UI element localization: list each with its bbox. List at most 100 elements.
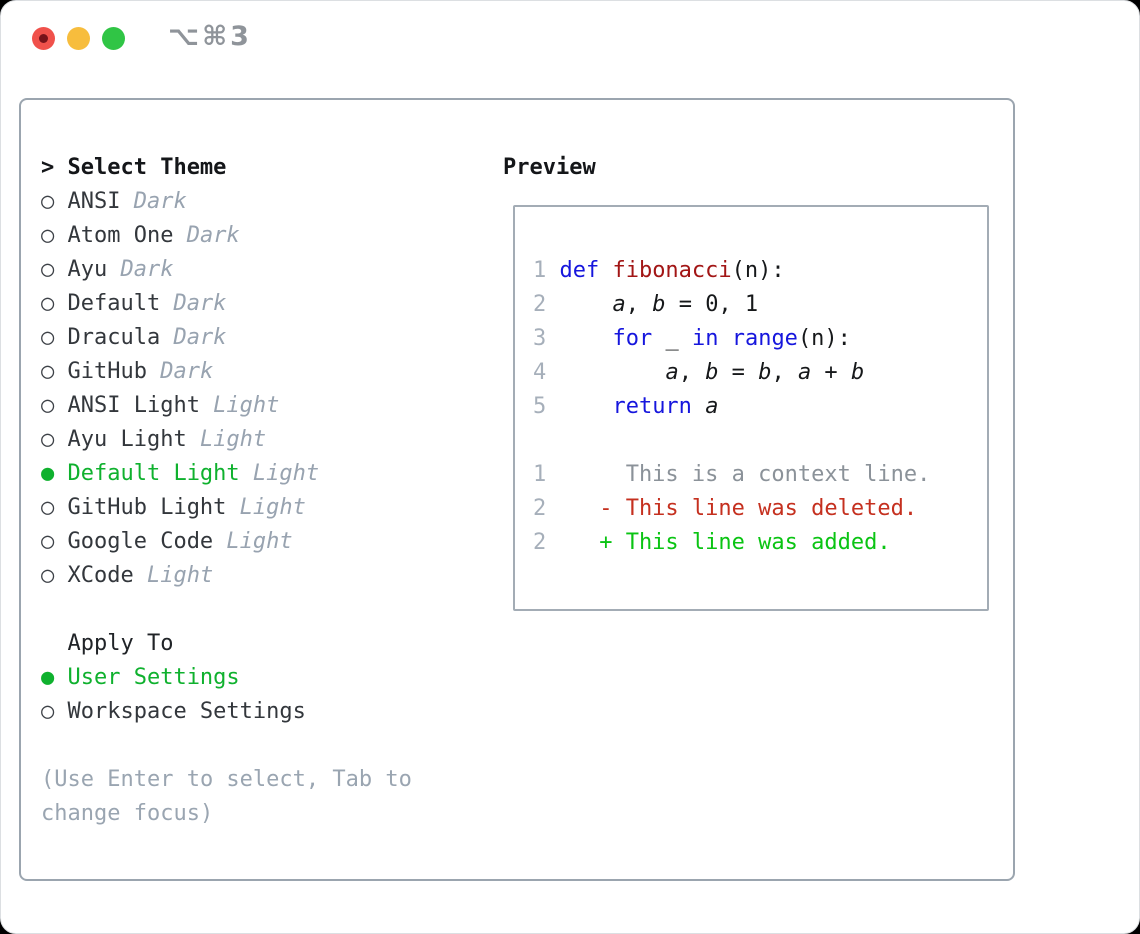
theme-name: Default Light: [67, 461, 240, 486]
theme-variant: Dark: [173, 223, 240, 248]
radio-icon: ○: [41, 495, 55, 520]
minimize-button[interactable]: [67, 27, 90, 50]
code-token: for: [612, 326, 653, 351]
line-number: 4: [533, 360, 547, 385]
theme-option-dracula[interactable]: ○Dracula Dark: [41, 321, 319, 355]
radio-icon: ○: [41, 563, 55, 588]
theme-option-default[interactable]: ○Default Dark: [41, 287, 319, 321]
code-token: =: [718, 360, 759, 385]
code-token: [718, 326, 731, 351]
line-number: 2: [533, 292, 547, 317]
code-token: b: [705, 360, 719, 385]
code-token: b: [652, 292, 666, 317]
pointer-icon: >: [41, 155, 55, 180]
code-token: a: [612, 292, 626, 317]
code-line: 2 - This line was deleted.: [533, 492, 987, 526]
code-line: 4 a, b = b, a + b: [533, 356, 987, 390]
code-token: ,: [771, 360, 798, 385]
code-token: in: [691, 326, 719, 351]
code-line: 3 for _ in range(n):: [533, 322, 987, 356]
code-token: fibonacci: [612, 258, 732, 283]
theme-selector-panel: >Select Theme ○ANSI Dark○Atom One Dark○A…: [19, 98, 1015, 881]
apply-option-label: Workspace Settings: [67, 699, 306, 724]
preview-title: Preview: [503, 155, 596, 180]
theme-list: >Select Theme ○ANSI Dark○Atom One Dark○A…: [41, 151, 319, 593]
theme-option-default-light[interactable]: ● Default Light Light: [41, 457, 319, 491]
radio-icon: ○: [41, 291, 55, 316]
code-token: a: [705, 394, 719, 419]
radio-icon: ○: [41, 699, 55, 724]
code-token: [692, 394, 705, 419]
theme-name: GitHub: [67, 359, 147, 384]
zoom-button[interactable]: [102, 27, 125, 50]
theme-name: Default: [67, 291, 161, 316]
window-title: ⌥⌘3: [168, 21, 252, 52]
theme-variant: Dark: [146, 359, 214, 384]
theme-name: Ayu: [67, 257, 108, 282]
code-token: return: [612, 394, 692, 419]
theme-list-title: Select Theme: [67, 155, 227, 180]
radio-icon: ○: [41, 257, 55, 282]
apply-option-label: User Settings: [67, 665, 240, 690]
line-number: 2: [533, 530, 547, 555]
theme-option-github-light[interactable]: ○GitHub Light Light: [41, 491, 319, 525]
apply-option-workspace-settings[interactable]: ○ Workspace Settings: [41, 695, 306, 729]
theme-variant: Light: [133, 563, 214, 588]
radio-icon: ○: [41, 359, 55, 384]
apply-option-user-settings[interactable]: ● User Settings: [41, 661, 306, 695]
theme-option-ayu-light[interactable]: ○Ayu Light Light: [41, 423, 319, 457]
code-token: (n):: [731, 258, 785, 283]
radio-icon: ○: [41, 427, 55, 452]
code-token: = 0, 1: [665, 292, 759, 317]
theme-name: ANSI Light: [67, 393, 200, 418]
theme-option-github[interactable]: ○ GitHub Dark: [41, 355, 319, 389]
theme-option-ansi-light[interactable]: ○ANSI Light Light: [41, 389, 319, 423]
code-line: 1 This is a context line.: [533, 458, 987, 492]
line-number: 1: [533, 462, 547, 487]
theme-name: Atom One: [67, 223, 174, 248]
theme-name: GitHub Light: [67, 495, 227, 520]
theme-name: XCode: [67, 563, 134, 588]
apply-options: ● User Settings ○ Workspace Settings: [41, 661, 306, 729]
code-token: range: [731, 326, 798, 351]
theme-option-atom-one[interactable]: ○Atom One Dark: [41, 219, 319, 253]
theme-name: Dracula: [67, 325, 161, 350]
code-token: [559, 394, 612, 419]
code-token: ,: [678, 360, 706, 385]
code-token: + This line was added.: [559, 530, 891, 555]
code-token: ,: [625, 292, 653, 317]
theme-items: ○ANSI Dark○Atom One Dark○Ayu Dark○Defaul…: [41, 185, 319, 593]
theme-variant: Light: [239, 461, 320, 486]
theme-option-ansi[interactable]: ○ANSI Dark: [41, 185, 319, 219]
code-token: - This line was deleted.: [559, 496, 918, 521]
theme-option-xcode[interactable]: ○ XCode Light: [41, 559, 319, 593]
radio-selected-icon: ●: [41, 461, 55, 486]
radio-icon: ○: [41, 189, 55, 214]
code-token: [559, 360, 665, 385]
code-line: [533, 424, 987, 458]
code-token: b: [758, 360, 772, 385]
code-token: b: [850, 360, 865, 385]
theme-variant: Light: [213, 529, 293, 554]
preview-header: Preview: [503, 151, 596, 185]
radio-selected-icon: ●: [41, 665, 55, 690]
hint-line: (Use Enter to select, Tab to: [41, 767, 412, 792]
code-token: [559, 326, 612, 351]
code-token: [559, 292, 612, 317]
theme-option-ayu[interactable]: ○Ayu Dark: [41, 253, 319, 287]
code-token: (n):: [797, 326, 851, 351]
theme-list-header: > Select Theme: [41, 151, 319, 185]
close-button[interactable]: [32, 27, 55, 50]
code-line: 2 + This line was added.: [533, 526, 987, 560]
code-token: a: [665, 360, 679, 385]
apply-to-title: Apply To: [67, 631, 174, 656]
theme-name: ANSI: [67, 189, 121, 214]
line-number: 5: [533, 394, 547, 419]
radio-icon: ○: [41, 325, 55, 350]
code-line: 2 a, b = 0, 1: [533, 288, 987, 322]
theme-name: Google Code: [67, 529, 214, 554]
theme-option-google-code[interactable]: ○Google Code Light: [41, 525, 319, 559]
